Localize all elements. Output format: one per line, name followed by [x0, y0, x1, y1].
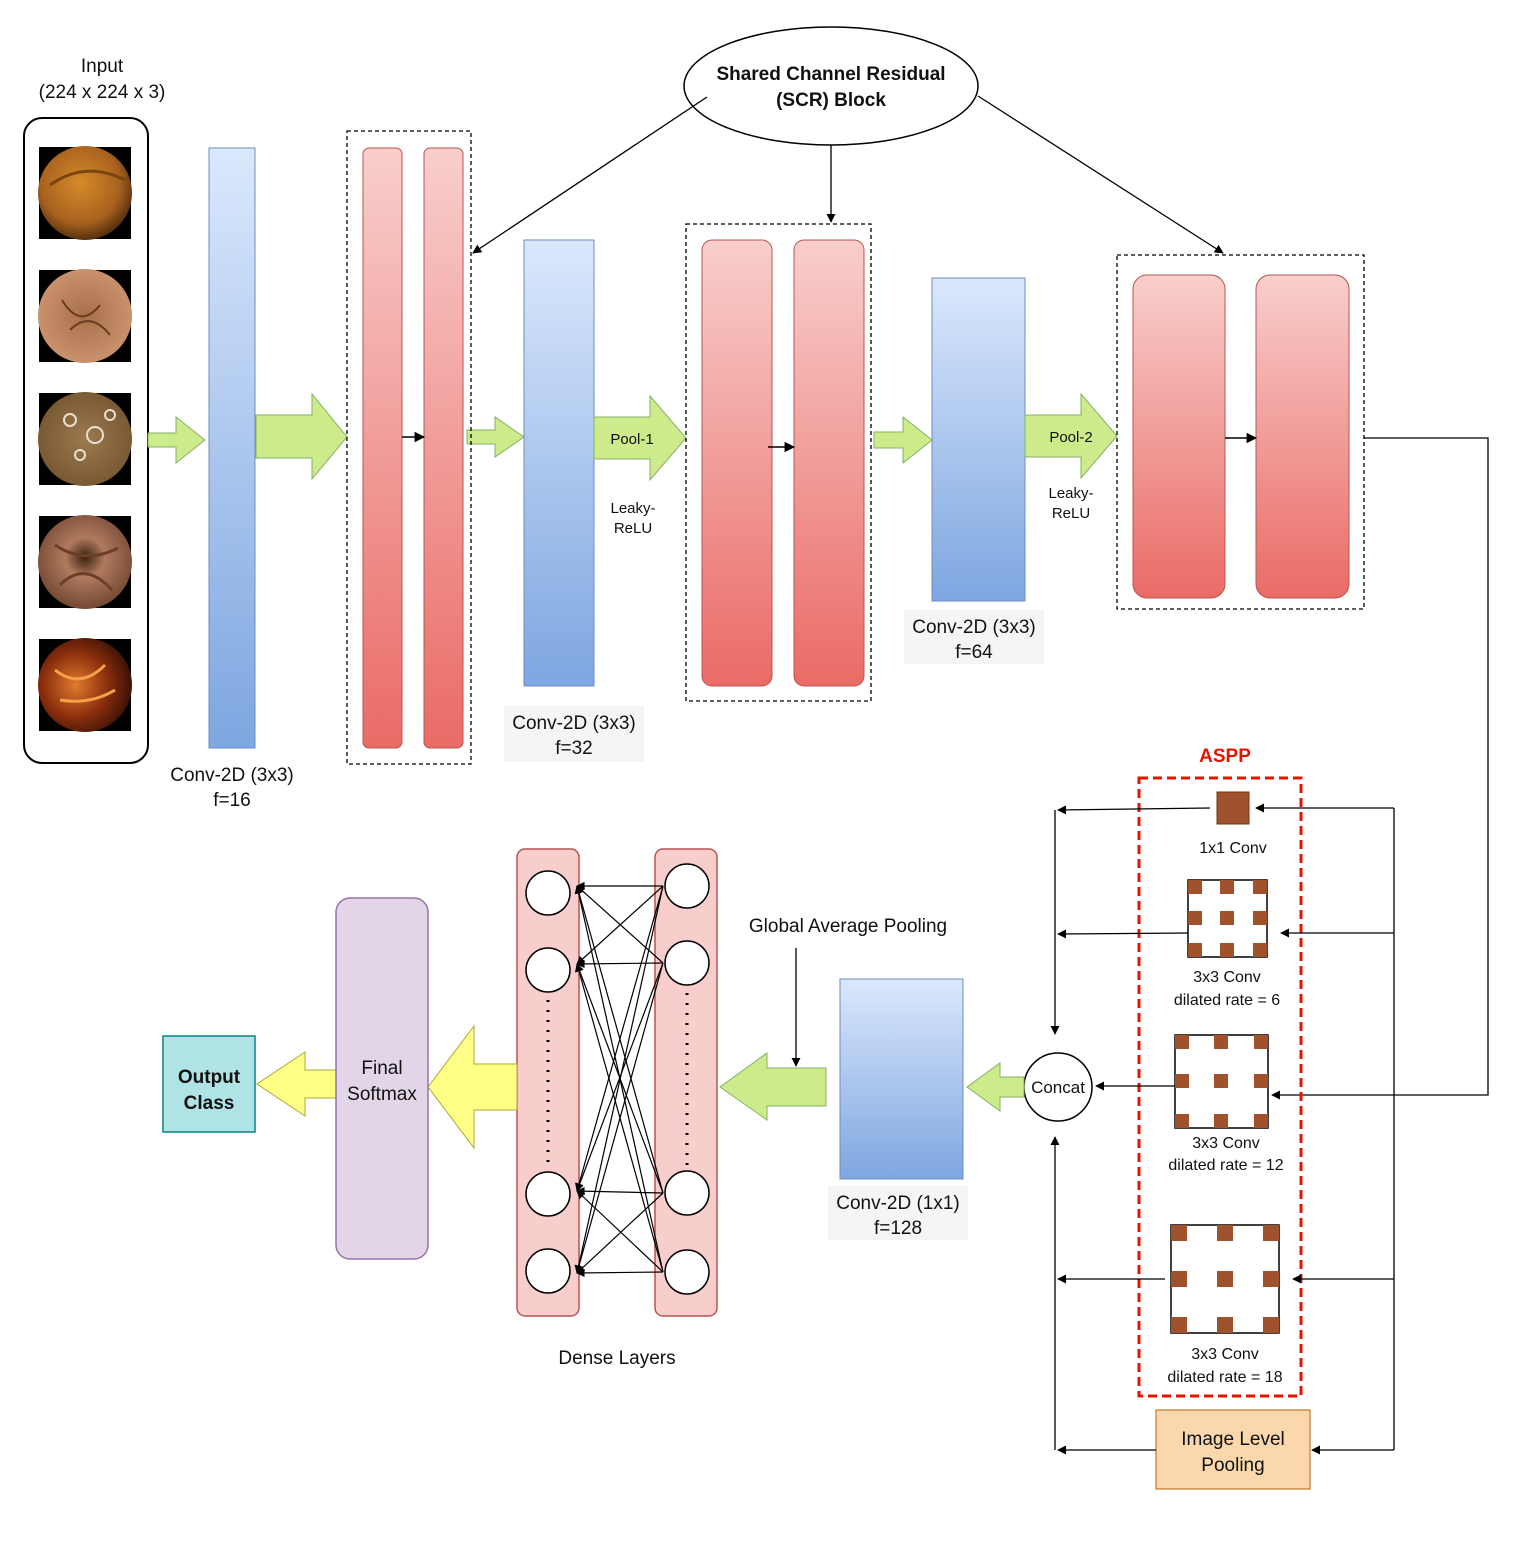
pool1-label: Pool-1: [610, 431, 653, 448]
dilated-18-rate: dilated rate = 18: [1167, 1369, 1282, 1386]
conv1-label: Conv-2D (3x3): [170, 765, 294, 786]
final-softmax-block: [335, 897, 429, 1260]
conv4-block: [839, 978, 964, 1180]
aspp-title: ASPP: [1199, 746, 1251, 767]
conv3-block: [931, 277, 1026, 602]
softmax-to-output-arrow: [256, 1051, 337, 1117]
endoscopy-image-5: [38, 638, 132, 732]
conv4-label: Conv-2D (1x1): [836, 1193, 960, 1214]
endoscopy-image-2: [38, 269, 132, 363]
scr-to-aspp-connector: [1271, 437, 1489, 1100]
forward-arrow-2: [255, 392, 348, 481]
input-shape: (224 x 224 x 3): [39, 82, 166, 103]
endoscopy-image-3: [38, 392, 132, 486]
dilated-6-label: 3x3 Conv: [1193, 969, 1261, 986]
image-pooling-label-2: Pooling: [1201, 1455, 1264, 1476]
dense-neurons: [525, 863, 710, 1295]
scr-block-subtitle: (SCR) Block: [776, 90, 886, 111]
dilated-6-rate: dilated rate = 6: [1174, 992, 1280, 1009]
scr1-layer-a: [362, 147, 403, 749]
conv1x1-label: 1x1 Conv: [1199, 840, 1267, 857]
dense-connections: [574, 881, 664, 1278]
conv2-block: [523, 239, 595, 687]
scr2-layer-a: [701, 239, 773, 687]
pool2-arrow: [1024, 392, 1118, 480]
scr-block-3: [1116, 254, 1365, 610]
scr-pointer-1: [472, 96, 708, 254]
pool1-activation-1: Leaky-: [610, 500, 655, 517]
pool2-activation-1: Leaky-: [1048, 485, 1093, 502]
pool2-activation-2: ReLU: [1052, 505, 1090, 522]
dilated-6-kernel: [1187, 879, 1268, 958]
1x1-output: [1057, 805, 1211, 815]
dense-layer-2: [654, 848, 718, 1317]
concat-label: Concat: [1031, 1078, 1085, 1097]
gap-label: Global Average Pooling: [749, 916, 947, 937]
aspp-module: [1137, 776, 1303, 1398]
dilated-12-kernel: [1174, 1034, 1269, 1129]
output-label-1: Output: [178, 1067, 241, 1088]
input-title: Input: [81, 56, 124, 77]
conv4-label-bg: [828, 1186, 968, 1240]
conv1-block: [208, 147, 256, 749]
forward-arrow-1: [147, 415, 206, 465]
softmax-label-1: Final: [361, 1058, 402, 1079]
softmax-label-2: Softmax: [347, 1084, 417, 1105]
conv3-label-bg: [904, 610, 1044, 664]
conv1-filters: f=16: [213, 790, 251, 811]
dense-label: Dense Layers: [558, 1348, 675, 1369]
pool1-activation-2: ReLU: [614, 520, 652, 537]
pool2-label: Pool-2: [1049, 429, 1092, 446]
dilated-12-label: 3x3 Conv: [1192, 1135, 1260, 1152]
gap-arrow: [719, 1052, 827, 1121]
forward-arrow-4: [873, 415, 933, 465]
input-panel: Input (224 x 224 x 3): [23, 56, 166, 764]
concat-to-conv4-arrow: [966, 1062, 1025, 1112]
dense-layer-1: [516, 848, 580, 1317]
scr2-layer-b: [793, 239, 865, 687]
scr-pointer-3: [977, 95, 1224, 254]
conv2-filters: f=32: [555, 738, 593, 759]
dilated-18-kernel: [1170, 1224, 1280, 1334]
image-level-pooling: [1155, 1409, 1311, 1490]
scr-block-ellipse: [683, 26, 979, 146]
conv4-filters: f=128: [874, 1218, 922, 1239]
dense-to-softmax-arrow: [427, 1024, 518, 1150]
output-class-block: [162, 1035, 256, 1133]
d6-output: [1057, 929, 1189, 939]
pool1-arrow: [593, 394, 687, 482]
output-label-2: Class: [184, 1093, 235, 1114]
image-pooling-label-1: Image Level: [1181, 1429, 1285, 1450]
scr-block-2: [685, 223, 872, 702]
dilated-18-label: 3x3 Conv: [1191, 1346, 1259, 1363]
conv2-label-bg: [504, 706, 644, 762]
conv2-label: Conv-2D (3x3): [512, 713, 636, 734]
endoscopy-image-4: [38, 515, 132, 609]
endoscopy-image-1: [38, 146, 132, 240]
scr-block-1: [346, 130, 472, 765]
conv3-label: Conv-2D (3x3): [912, 617, 1036, 638]
conv1x1-kernel: [1216, 791, 1250, 825]
scr3-layer-a: [1132, 274, 1226, 599]
conv3-filters: f=64: [955, 642, 993, 663]
forward-arrow-3: [466, 416, 525, 458]
dilated-12-rate: dilated rate = 12: [1168, 1157, 1283, 1174]
scr3-layer-b: [1255, 274, 1350, 599]
scr-block-title: Shared Channel Residual: [716, 64, 945, 85]
scr1-layer-b: [423, 147, 464, 749]
